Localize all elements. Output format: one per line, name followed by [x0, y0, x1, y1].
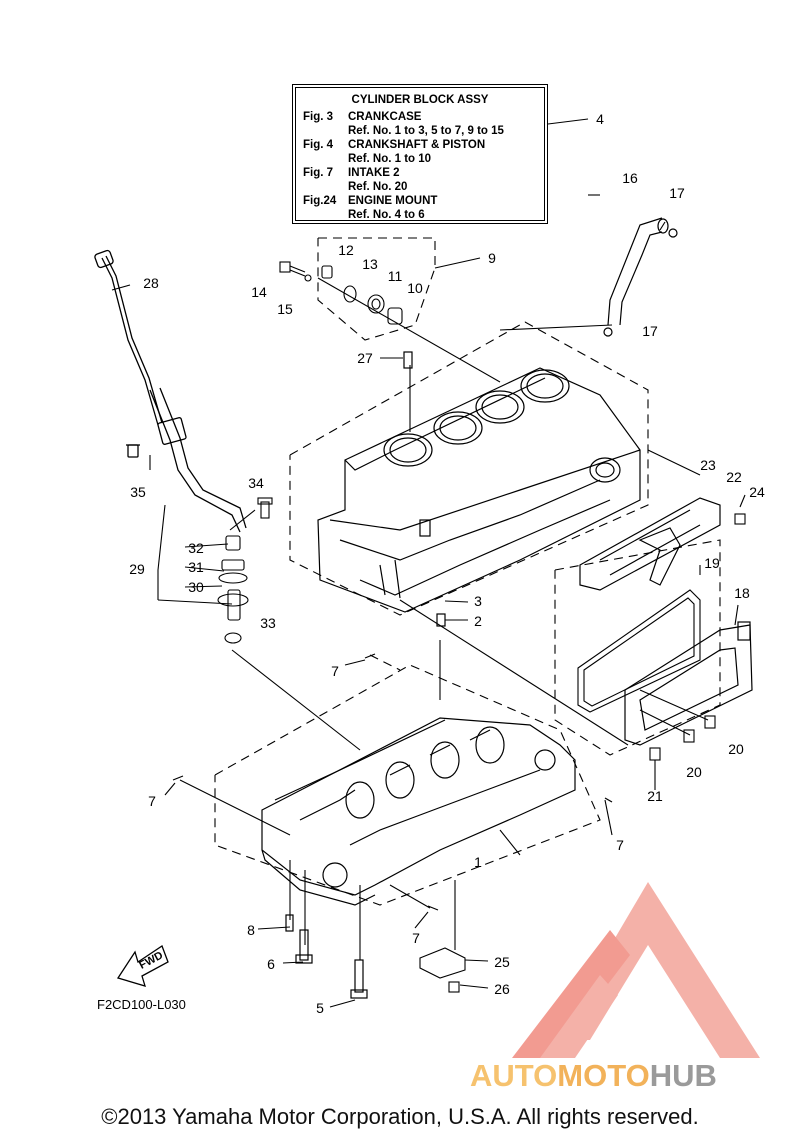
callout-29: 29: [129, 561, 145, 577]
callout-7b: 7: [148, 793, 156, 809]
callout-33: 33: [260, 615, 276, 631]
fwd-arrow-icon: [116, 945, 169, 987]
ref-numbers: Ref. No. 1 to 3, 5 to 7, 9 to 15: [348, 125, 504, 137]
callout-34: 34: [248, 475, 264, 491]
callout-1: 1: [474, 854, 482, 870]
watermark-text: AUTOMOTOHUB: [470, 1058, 717, 1094]
bolt-21-icon: [649, 747, 661, 761]
callout-13: 13: [362, 256, 378, 272]
dashed-boundary: [214, 237, 721, 906]
callout-17b: 17: [642, 323, 658, 339]
watermark-part-3: HUB: [649, 1058, 717, 1093]
callout-25: 25: [494, 954, 510, 970]
callout-20b: 20: [686, 764, 702, 780]
ref-numbers: Ref. No. 20: [348, 181, 408, 193]
callout-7d: 7: [412, 930, 420, 946]
callout-23: 23: [700, 457, 716, 473]
fig-name: CRANKSHAFT & PISTON: [348, 139, 486, 151]
callout-18: 18: [734, 585, 750, 601]
callout-19: 19: [704, 555, 720, 571]
callout-28: 28: [143, 275, 159, 291]
callout-21: 21: [647, 788, 663, 804]
bracket: [419, 947, 466, 993]
callout-31: 31: [188, 559, 204, 575]
watermark-part-1: AUTO: [470, 1058, 558, 1093]
bolts-and-seals: [279, 261, 403, 325]
callout-3: 3: [474, 593, 482, 609]
figure-code: F2CD100-L030: [97, 997, 186, 1012]
watermark-logo-icon: [512, 882, 760, 1058]
callout-24: 24: [749, 484, 765, 500]
fig-name: CRANKCASE: [348, 111, 422, 123]
callout-20a: 20: [728, 741, 744, 757]
copyright-notice: ©2013 Yamaha Motor Corporation, U.S.A. A…: [101, 1104, 699, 1129]
hose: [603, 217, 678, 337]
callout-4: 4: [596, 111, 604, 127]
callout-12: 12: [338, 242, 354, 258]
callout-35: 35: [130, 484, 146, 500]
reference-box: CYLINDER BLOCK ASSY Fig. 3 CRANKCASE Ref.…: [292, 84, 548, 224]
crankcase: [172, 653, 613, 999]
callout-2: 2: [474, 613, 482, 629]
fig-name: ENGINE MOUNT: [348, 195, 438, 207]
bolt-24-icon: [734, 513, 746, 525]
oil-pipe-parts: [217, 497, 273, 644]
callout-5: 5: [316, 1000, 324, 1016]
oil-separator-cover: [579, 497, 721, 591]
callout-32: 32: [188, 540, 204, 556]
callout-30: 30: [188, 579, 204, 595]
watermark-part-2: MOTO: [557, 1058, 650, 1093]
callout-7c: 7: [616, 837, 624, 853]
fig-number: Fig.24: [303, 195, 337, 207]
fig-name: INTAKE 2: [348, 167, 400, 179]
reference-entry: Fig. 3 CRANKCASE Ref. No. 1 to 3, 5 to 7,…: [303, 110, 537, 138]
callout-17a: 17: [669, 185, 685, 201]
callout-27: 27: [357, 350, 373, 366]
callout-22: 22: [726, 469, 742, 485]
callout-6: 6: [267, 956, 275, 972]
ref-numbers: Ref. No. 1 to 10: [348, 153, 432, 165]
callout-26: 26: [494, 981, 510, 997]
side-cover: [624, 621, 753, 746]
fig-number: Fig. 4: [303, 139, 334, 151]
reference-entry: Fig. 7 INTAKE 2 Ref. No. 20: [303, 166, 537, 194]
dipstick-assembly: [94, 249, 247, 533]
reference-entry: Fig. 4 CRANKSHAFT & PISTON Ref. No. 1 to …: [303, 138, 537, 166]
bolt-20b-icon: [683, 729, 695, 743]
ref-numbers: Ref. No. 4 to 6: [348, 209, 425, 221]
callout-9: 9: [488, 250, 496, 266]
side-cover-gasket: [577, 589, 701, 713]
bolt-20a-icon: [704, 715, 716, 729]
fwd-label: FWD: [137, 949, 165, 971]
cylinder-block: [317, 351, 641, 627]
callout-11: 11: [387, 268, 403, 284]
callout-14: 14: [251, 284, 267, 300]
fig-number: Fig. 7: [303, 167, 334, 179]
callout-7a: 7: [331, 663, 339, 679]
fig-number: Fig. 3: [303, 111, 334, 123]
leader-lines: [111, 118, 746, 1008]
callout-8: 8: [247, 922, 255, 938]
reference-entry: Fig.24 ENGINE MOUNT Ref. No. 4 to 6: [303, 194, 537, 222]
callout-16: 16: [622, 170, 638, 186]
callout-10: 10: [407, 280, 423, 296]
callout-15: 15: [277, 301, 293, 317]
reference-box-title: CYLINDER BLOCK ASSY: [351, 94, 489, 106]
